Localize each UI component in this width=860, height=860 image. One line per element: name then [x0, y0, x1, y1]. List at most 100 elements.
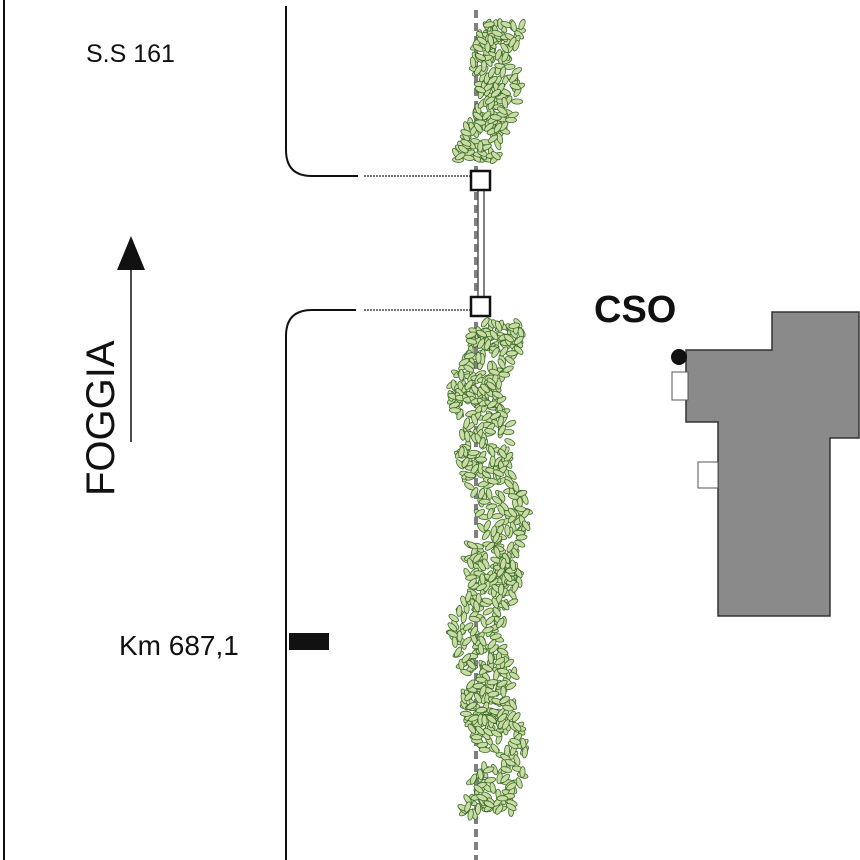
leaf-icon: [478, 635, 487, 647]
leaf-icon: [494, 49, 502, 61]
leaf-icon: [496, 795, 509, 802]
leaf-icon: [458, 446, 465, 459]
leaf-icon: [487, 690, 500, 698]
leaf-icon: [510, 20, 517, 33]
leaf-icon: [483, 520, 491, 532]
leaf-icon: [500, 685, 507, 698]
leaf-icon: [481, 530, 491, 541]
leaf-icon: [509, 73, 519, 83]
leaf-icon: [500, 773, 510, 784]
leaf-icon: [491, 347, 500, 358]
leaf-icon: [474, 65, 483, 76]
leaf-icon: [481, 110, 492, 121]
leaf-icon: [505, 682, 517, 691]
leaf-icon: [499, 66, 507, 78]
leaf-icon: [487, 639, 497, 650]
leaf-icon: [497, 424, 506, 436]
leaf-icon: [447, 622, 458, 632]
leaf-icon: [475, 583, 487, 592]
leaf-icon: [490, 89, 502, 98]
leaf-icon: [474, 122, 483, 133]
leaf-icon: [506, 782, 517, 791]
leaf-icon: [479, 685, 487, 697]
leaf-icon: [494, 320, 503, 332]
leaf-icon: [469, 56, 477, 69]
leaf-icon: [475, 803, 482, 815]
leaf-icon: [467, 541, 478, 550]
leaf-icon: [484, 428, 496, 435]
leaf-icon: [464, 691, 474, 702]
leaf-icon: [504, 524, 511, 537]
leaf-icon: [503, 334, 515, 343]
leaf-icon: [498, 448, 507, 459]
leaf-icon: [497, 415, 504, 428]
leaf-icon: [461, 457, 470, 468]
leaf-icon: [491, 29, 503, 37]
leaf-icon: [486, 381, 497, 391]
leaf-icon: [487, 75, 498, 85]
leaf-icon: [492, 606, 502, 618]
leaf-icon: [497, 106, 508, 115]
leaf-icon: [503, 658, 514, 668]
leaf-icon: [509, 83, 521, 91]
leaf-icon: [460, 611, 468, 624]
leaf-icon: [464, 482, 475, 491]
leaf-icon: [483, 800, 495, 809]
leaf-icon: [466, 701, 477, 710]
leaf-icon: [476, 741, 489, 749]
leaf-icon: [513, 754, 521, 766]
leaf-icon: [476, 36, 488, 45]
leaf-icon: [492, 391, 504, 399]
leaf-icon: [466, 557, 474, 570]
leaf-icon: [472, 553, 482, 563]
gate-post-icon: [469, 169, 492, 192]
leaf-icon: [509, 559, 517, 572]
leaf-icon: [464, 430, 471, 443]
leaf-icon: [504, 479, 514, 489]
leaf-icon: [465, 331, 477, 339]
leaf-icon: [494, 657, 506, 666]
leaf-icon: [509, 671, 520, 680]
leaf-icon: [518, 18, 526, 31]
leaf-icon: [498, 583, 505, 596]
leaf-icon: [453, 646, 463, 658]
leaf-icon: [467, 723, 477, 734]
leaf-icon: [464, 352, 476, 360]
leaf-icon: [464, 380, 474, 390]
leaf-icon: [482, 607, 494, 616]
leaf-icon: [492, 469, 504, 477]
leaf-icon: [505, 116, 517, 124]
building-label: CSO: [594, 289, 676, 331]
leaf-icon: [472, 44, 484, 53]
leaf-icon: [487, 478, 499, 485]
leaf-icon: [490, 525, 497, 538]
direction-label: FOGGIA: [79, 340, 123, 496]
leaf-icon: [454, 152, 466, 161]
leaf-icon: [521, 746, 528, 759]
leaf-icon: [473, 600, 480, 613]
leaf-icon: [514, 539, 526, 548]
vegetation-upper: [451, 18, 527, 165]
leaf-icon: [484, 339, 492, 351]
leaf-icon: [490, 743, 500, 754]
leaf-icon: [474, 692, 482, 704]
leaf-icon: [470, 487, 479, 498]
leaf-icon: [481, 664, 493, 672]
leaf-icon: [512, 721, 522, 732]
leaf-icon: [480, 383, 490, 393]
leaf-icon: [475, 456, 488, 463]
leaf-icon: [519, 766, 526, 778]
leaf-icon: [475, 351, 482, 364]
leaf-icon: [489, 114, 502, 121]
leaf-icon: [486, 679, 499, 686]
leaf-icon: [505, 350, 518, 357]
leaf-icon: [477, 560, 486, 572]
leaf-icon: [497, 647, 509, 656]
leaf-icon: [474, 508, 486, 518]
leaf-icon: [490, 151, 501, 161]
leaf-icon: [495, 804, 504, 815]
leaf-icon: [491, 729, 502, 738]
leaf-icon: [464, 471, 476, 479]
leaf-icon: [491, 597, 499, 609]
leaf-icon: [487, 67, 496, 78]
